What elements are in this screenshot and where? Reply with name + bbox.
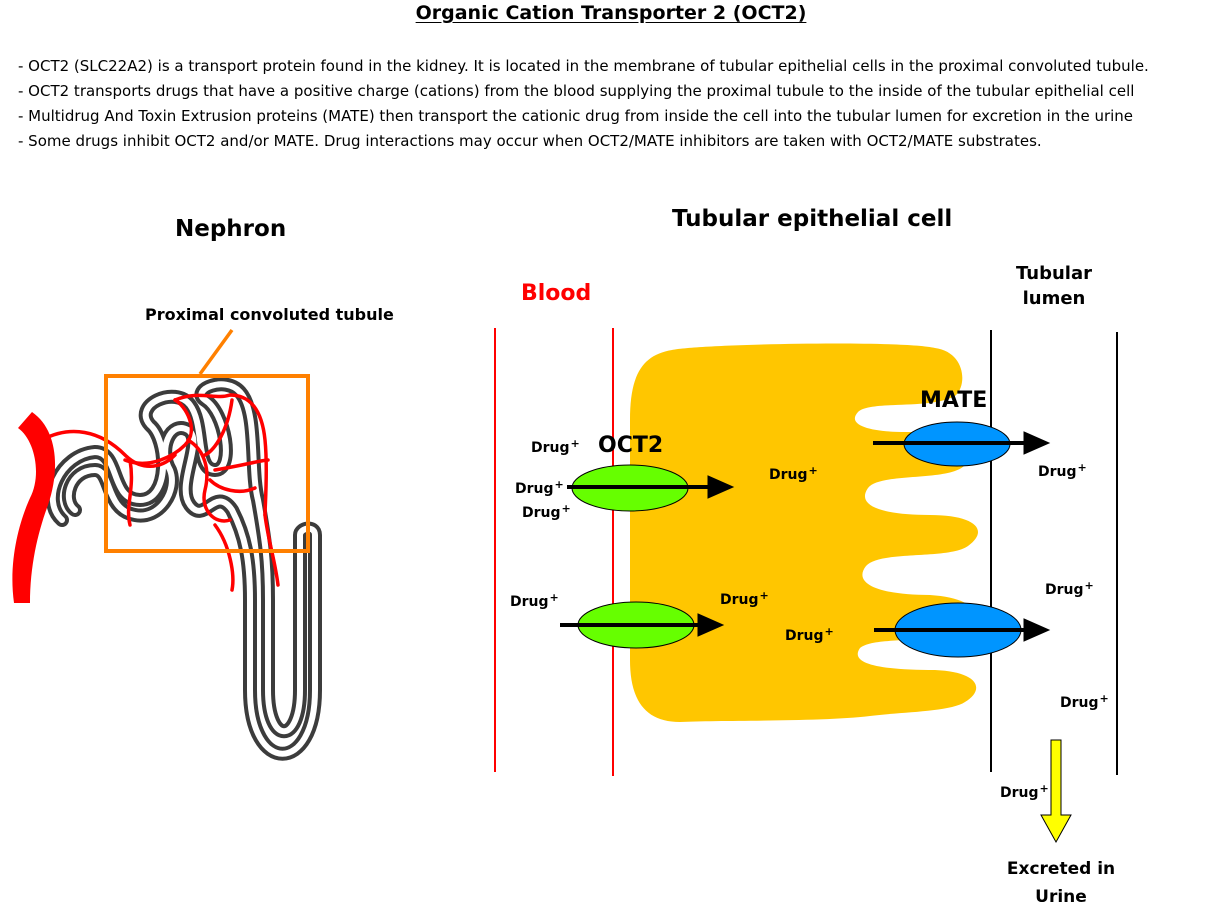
description-item: - OCT2 (SLC22A2) is a transport protein … <box>18 57 1149 75</box>
description-item: - Some drugs inhibit OCT2 and/or MATE. D… <box>18 132 1042 150</box>
drug-cation-label: Drug+ <box>720 589 769 608</box>
mate-label: MATE <box>920 388 988 413</box>
pct-pointer-line <box>198 328 234 376</box>
pct-highlight-box <box>104 374 310 553</box>
page-title: Organic Cation Transporter 2 (OCT2) <box>415 2 807 24</box>
drug-cation-label: Drug+ <box>769 464 818 483</box>
excreted-in-urine-label: Excreted in Urine <box>1006 859 1116 907</box>
tubular-lumen-label: Tubular lumen <box>1015 263 1092 309</box>
description-item: - Multidrug And Toxin Extrusion proteins… <box>18 107 1134 125</box>
drug-cation-label: Drug+ <box>531 437 580 456</box>
renal-artery <box>12 412 56 603</box>
mate-arrow-2-head <box>1023 618 1051 642</box>
urine-excretion-arrow <box>1040 739 1072 844</box>
nephron-drawing <box>12 328 322 761</box>
description-list: - OCT2 (SLC22A2) is a transport protein … <box>18 54 1149 154</box>
mate-arrow-1-head <box>1023 431 1051 455</box>
cell-drawing <box>494 328 1118 844</box>
pct-label: Proximal convoluted tubule <box>145 305 394 324</box>
drug-cation-label: Drug+ <box>785 625 834 644</box>
drug-cation-label: Drug+ <box>515 478 564 497</box>
drug-cation-label: Drug+ <box>1060 692 1109 711</box>
nephron-heading: Nephron <box>175 216 287 242</box>
oct2-arrow-1-head <box>707 475 735 499</box>
description-item: - OCT2 transports drugs that have a posi… <box>18 82 1135 100</box>
cell-heading: Tubular epithelial cell <box>672 206 953 232</box>
blood-label: Blood <box>521 281 592 306</box>
drug-cation-label: Drug+ <box>1045 579 1094 598</box>
drug-cation-label: Drug+ <box>1000 782 1049 801</box>
tubule-inner <box>49 381 318 757</box>
oct2-arrow-2-head <box>697 613 725 637</box>
peritubular-capillaries <box>40 393 280 592</box>
drug-cation-label: Drug+ <box>1038 461 1087 480</box>
oct2-label: OCT2 <box>598 433 664 458</box>
drug-cation-label: Drug+ <box>522 502 571 521</box>
drug-cation-label: Drug+ <box>510 591 559 610</box>
